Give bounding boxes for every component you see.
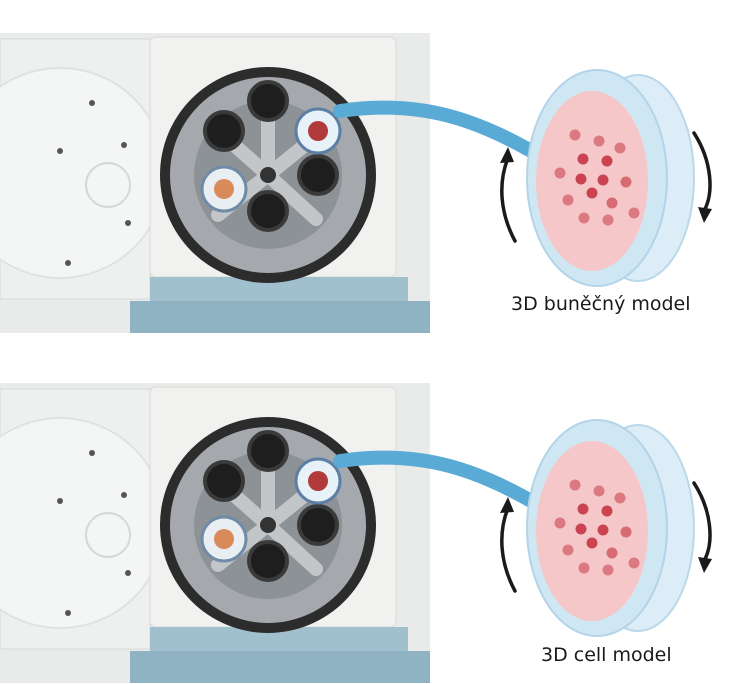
centrifuge-photo	[0, 383, 430, 683]
centrifuge-photo	[0, 33, 430, 333]
panel-bottom: 3D cell model	[0, 383, 732, 683]
panel-top: 3D buněčný model	[0, 33, 732, 333]
rotation-arrow	[500, 131, 712, 243]
caption-bottom: 3D cell model	[541, 644, 672, 666]
caption-top: 3D buněčný model	[511, 293, 691, 315]
rotation-arrow	[500, 481, 712, 593]
